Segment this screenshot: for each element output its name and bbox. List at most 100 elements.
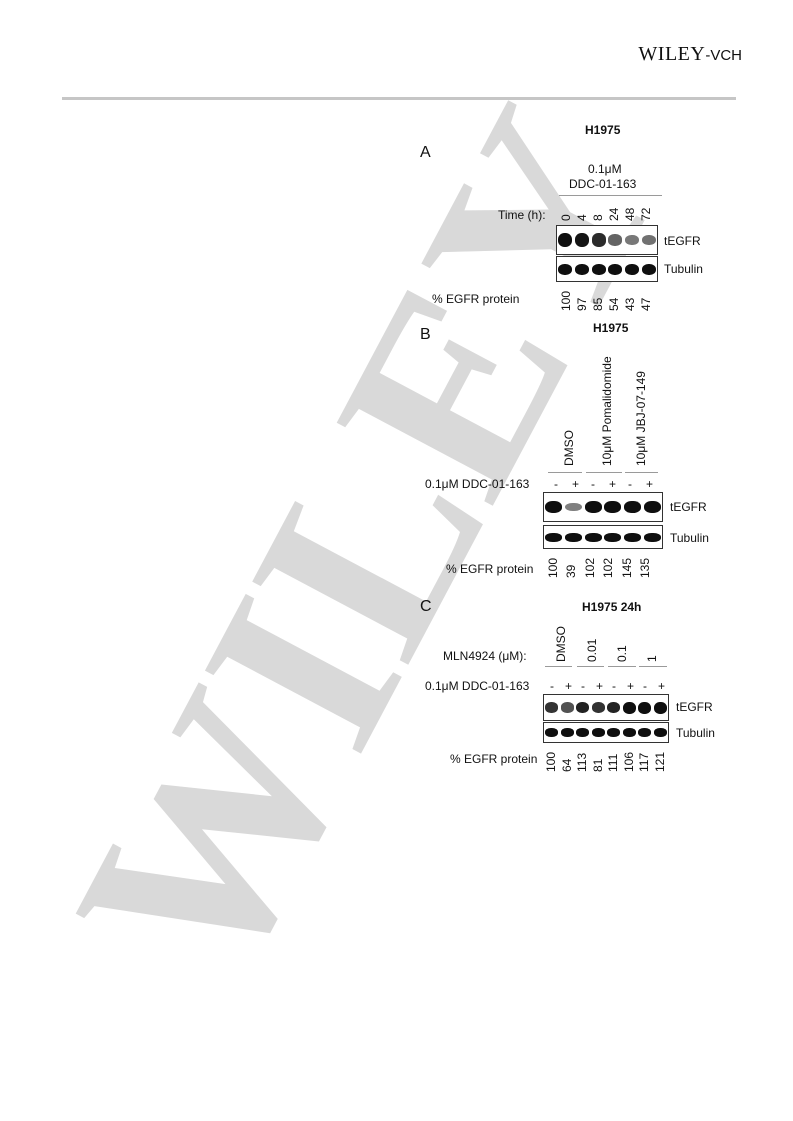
panel-c-tubulin-band-7 xyxy=(653,728,667,737)
panel-b-sign-1: + xyxy=(572,477,580,491)
panel-b-letter: B xyxy=(420,326,431,343)
publisher-logo: WILEY-VCH xyxy=(620,43,742,66)
panel-b-group-jbj: 10μM JBJ-07-149 xyxy=(634,371,648,466)
panel-c-tubulin-blot xyxy=(543,722,669,743)
panel-c-sign-1: + xyxy=(565,679,573,693)
panel-b-egfr-band-2 xyxy=(584,501,602,513)
panel-a-egfr-band-3 xyxy=(608,234,623,246)
panel-c-quant-7: 121 xyxy=(653,751,667,772)
panel-c-group-underline-4 xyxy=(639,666,667,667)
panel-c-egfr-band-7 xyxy=(653,701,667,714)
panel-b-sign-4: - xyxy=(628,477,632,491)
panel-c-tubulin-band-4 xyxy=(607,728,621,737)
panel-c-quant-2: 113 xyxy=(575,752,589,772)
header-rule xyxy=(62,97,736,100)
panel-a-egfr-band-4 xyxy=(624,234,640,246)
panel-c-egfr-label: tEGFR xyxy=(676,700,713,714)
panel-a-tubulin-band-0 xyxy=(558,263,573,275)
panel-b-tubulin-band-4 xyxy=(624,532,641,542)
panel-b-sign-0: - xyxy=(554,477,558,491)
panel-c-egfr-band-2 xyxy=(576,701,590,714)
panel-b-quant-2: 102 xyxy=(583,557,597,578)
panel-a-egfr-label: tEGFR xyxy=(664,234,701,248)
panel-b-tubulin-label: Tubulin xyxy=(670,531,709,545)
panel-c-mln-label: MLN4924 (μM): xyxy=(443,649,527,663)
panel-b-quant-5: 135 xyxy=(638,557,652,578)
panel-b-sign-2: - xyxy=(591,477,595,491)
panel-c-sign-5: + xyxy=(627,679,635,693)
panel-a-time-3: 24 xyxy=(607,207,621,221)
panel-c-tubulin-label: Tubulin xyxy=(676,726,715,740)
panel-b-tubulin-blot xyxy=(543,525,663,549)
panel-a-tubulin-band-3 xyxy=(608,263,623,275)
panel-c-quant-4: 111 xyxy=(606,753,620,772)
panel-a-treatment-line1: 0.1μM xyxy=(588,162,622,176)
panel-c-group-underline-3 xyxy=(608,666,636,667)
panel-a-quant-1: 97 xyxy=(575,297,589,311)
panel-c-group-dmso: DMSO xyxy=(554,626,568,662)
panel-c-egfr-band-4 xyxy=(607,701,621,714)
panel-b-group-pomalidomide: 10μM Pomalidomide xyxy=(600,356,614,466)
panel-a-quant-3: 54 xyxy=(607,297,621,311)
panel-a-tubulin-band-4 xyxy=(624,263,640,275)
panel-a-quant-4: 43 xyxy=(623,297,637,311)
panel-c-group-underline-2 xyxy=(577,666,604,667)
panel-c-sign-2: - xyxy=(581,679,585,693)
panel-c-egfr-band-3 xyxy=(591,702,605,713)
panel-c-quant-1: 64 xyxy=(560,758,574,772)
panel-a-time-0: 0 xyxy=(559,214,573,221)
panel-c-quant-5: 106 xyxy=(622,751,636,772)
panel-b-quant-3: 102 xyxy=(601,557,615,578)
panel-b-egfr-label: tEGFR xyxy=(670,500,707,514)
panel-b-sign-3: + xyxy=(609,477,617,491)
panel-b-tubulin-band-1 xyxy=(565,532,582,542)
panel-c-group-underline-1 xyxy=(545,666,572,667)
panel-b-egfr-band-3 xyxy=(604,501,622,513)
panel-b-group-underline-3 xyxy=(625,472,658,473)
panel-c-egfr-band-6 xyxy=(638,701,652,714)
panel-b-group-dmso: DMSO xyxy=(562,430,576,466)
panel-c-quant-0: 100 xyxy=(544,751,558,772)
panel-a-egfr-band-2 xyxy=(591,233,606,247)
panel-b-group-underline-1 xyxy=(548,472,582,473)
panel-c-tubulin-band-1 xyxy=(560,728,574,737)
panel-a-treatment-line2: DDC-01-163 xyxy=(569,177,637,191)
panel-b-sign-5: + xyxy=(646,477,654,491)
panel-a-treatment-underline xyxy=(559,195,662,196)
panel-c-group-1: 1 xyxy=(645,655,659,662)
panel-b-quant-4: 145 xyxy=(620,557,634,578)
panel-c-sign-3: + xyxy=(596,679,604,693)
panel-a-tubulin-label: Tubulin xyxy=(664,262,703,276)
panel-c-tubulin-band-2 xyxy=(576,728,590,737)
panel-c-tubulin-band-3 xyxy=(591,728,605,737)
panel-a-letter: A xyxy=(420,144,431,161)
panel-a-egfr-band-0 xyxy=(558,233,573,247)
panel-b-treatment-label: 0.1μM DDC-01-163 xyxy=(425,477,530,491)
publisher-logo-main: WILEY xyxy=(638,43,706,65)
panel-a-tubulin-blot xyxy=(556,256,658,282)
panel-c-sign-7: + xyxy=(658,679,666,693)
panel-c-quant-label: % EGFR protein xyxy=(450,752,538,766)
publisher-logo-suffix: -VCH xyxy=(705,47,742,64)
panel-a-tubulin-band-5 xyxy=(641,263,656,275)
panel-b-egfr-band-0 xyxy=(545,501,563,513)
panel-a-quant-2: 85 xyxy=(591,297,605,311)
panel-c-letter: C xyxy=(420,598,432,615)
panel-b-tubulin-band-5 xyxy=(643,532,661,542)
panel-c-treatment-label: 0.1μM DDC-01-163 xyxy=(425,679,530,693)
panel-b-title: H1975 xyxy=(593,321,629,335)
panel-a-egfr-band-5 xyxy=(641,234,656,246)
panel-a-tubulin-band-1 xyxy=(574,263,590,275)
panel-a-egfr-band-1 xyxy=(574,233,590,247)
panel-c-tubulin-band-5 xyxy=(622,728,636,737)
panel-b-tubulin-band-0 xyxy=(545,532,563,542)
panel-a-time-1: 4 xyxy=(575,214,589,221)
panel-c-quant-3: 81 xyxy=(591,758,605,772)
panel-a-time-4: 48 xyxy=(623,207,637,221)
panel-c-egfr-band-5 xyxy=(622,701,636,714)
panel-b-quant-0: 100 xyxy=(546,557,560,578)
panel-b-quant-label: % EGFR protein xyxy=(446,562,534,576)
panel-a-egfr-blot xyxy=(556,225,658,255)
panel-a-quant-label: % EGFR protein xyxy=(432,292,520,306)
